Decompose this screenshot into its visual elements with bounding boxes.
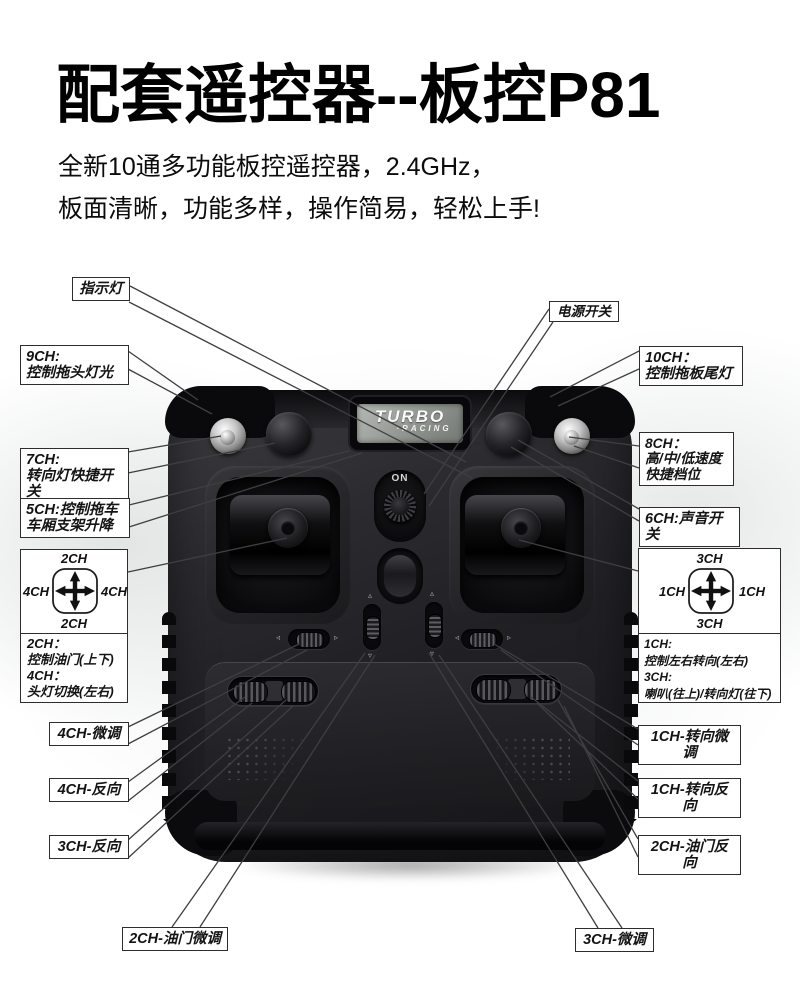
- bottom-glossy-band: [194, 822, 606, 850]
- right-dpad-left-label: 1CH: [658, 584, 685, 599]
- left-speaker-dots: [225, 736, 320, 780]
- callout-ch1-trim: 1CH-转向微调: [638, 725, 741, 766]
- right-stick-dpad-section: 3CH 1CH 1CH 3CH: [639, 549, 780, 634]
- callout-ch7: 7CH: 转向灯快捷开关: [20, 448, 129, 505]
- right-gimbal-well: [449, 466, 595, 624]
- left-trim-right-arrow-icon: ▹: [334, 633, 339, 642]
- ch4-reverse-switch: [233, 681, 268, 703]
- left-toggle-switch: [210, 418, 246, 454]
- ch4-trim-thumb: [296, 632, 324, 648]
- left-stick-dpad-section: 2CH 4CH 4CH 2CH: [21, 550, 127, 634]
- mode-button: [384, 555, 416, 597]
- right-stick-channel-desc: 1CH: 控制左右转向(左右) 3CH: 喇叭(往上)/转向灯(往下): [644, 637, 772, 701]
- left-stick-channel-desc: 2CH： 控制油门(上下) 4CH： 头灯切换(左右): [27, 636, 114, 699]
- right-dpad-right-label: 1CH: [739, 584, 766, 599]
- ch1-trim-thumb: [469, 632, 497, 648]
- callout-ch9: 9CH: 控制拖头灯光: [20, 345, 129, 386]
- callout-ch5: 5CH:控制拖车 车厢支架升降: [20, 498, 130, 539]
- ch3-vertical-trim: [425, 602, 443, 648]
- ch1-reverse-switch: [476, 679, 511, 701]
- callout-ch1-reverse: 1CH-转向反向: [638, 778, 741, 819]
- callout-ch10: 10CH： 控制拖板尾灯: [639, 346, 743, 387]
- left-reverse-switch-group: [227, 676, 319, 706]
- left-trim-left-arrow-icon: ◃: [276, 633, 281, 642]
- brand-display: TURBO ·RACING: [348, 395, 472, 452]
- left-vtrim-down-arrow-icon: ▿: [368, 651, 373, 660]
- ch2-reverse-switch: [524, 679, 559, 701]
- dpad-arrows-icon: [52, 568, 98, 614]
- power-on-label: ON: [391, 473, 409, 484]
- left-vtrim-up-arrow-icon: ▵: [368, 591, 373, 600]
- ch2-vertical-trim: [363, 604, 381, 650]
- callout-ch2-trim: 2CH-油门微调: [122, 927, 228, 952]
- brand-screen: TURBO ·RACING: [357, 404, 463, 443]
- left-gimbal-well: [205, 466, 351, 624]
- callout-ch3-trim: 3CH-微调: [575, 928, 654, 953]
- right-rotary-knob: [486, 412, 532, 456]
- right-dpad-bottom-label: 3CH: [696, 616, 723, 631]
- mode-recess: [377, 548, 423, 604]
- right-stick-cap: [501, 508, 541, 548]
- left-rotary-knob: [266, 412, 312, 456]
- left-dpad-right-label: 4CH: [101, 584, 128, 599]
- right-trim-right-arrow-icon: ▹: [507, 633, 512, 642]
- right-vtrim-up-arrow-icon: ▵: [430, 589, 435, 598]
- ch3-reverse-switch: [281, 681, 316, 703]
- callout-power-switch: 电源开关: [549, 301, 619, 323]
- callout-ch4-reverse: 4CH-反向: [49, 778, 129, 803]
- callout-ch6: 6CH:声音开关: [639, 507, 740, 548]
- callout-indicator-light: 指示灯: [72, 277, 130, 302]
- dpad-arrows-icon: [688, 568, 734, 614]
- subtitle-line-1: 全新10通多功能板控遥控器，2.4GHz，: [58, 153, 496, 181]
- page-subtitle: 全新10通多功能板控遥控器，2.4GHz， 板面清晰，功能多样，操作简易，轻松上…: [58, 146, 540, 230]
- right-vtrim-down-arrow-icon: ▿: [430, 649, 435, 658]
- right-trim-left-arrow-icon: ◃: [455, 633, 460, 642]
- right-stick-diagram: 3CH 1CH 1CH 3CH 1CH: 控制左右转向(左右) 3CH: 喇叭(…: [638, 548, 781, 703]
- power-knob: [384, 490, 416, 522]
- transmitter-device: TURBO ·RACING ON ◃: [162, 386, 638, 862]
- left-stick-cap: [268, 508, 308, 548]
- ch2-trim-thumb: [366, 616, 380, 640]
- left-dpad-top-label: 2CH: [60, 551, 87, 566]
- right-toggle-switch: [554, 418, 590, 454]
- callout-ch2-reverse: 2CH-油门反向: [638, 835, 741, 876]
- callout-ch3-reverse: 3CH-反向: [49, 835, 129, 860]
- page-title: 配套遥控器--板控P81: [56, 59, 661, 131]
- left-grip-ridges: [162, 612, 176, 822]
- right-grip-ridges: [624, 612, 638, 822]
- right-speaker-dots: [475, 736, 570, 780]
- brand-logo-subtext: ·RACING: [396, 424, 452, 433]
- left-toggle-lever: [220, 430, 235, 445]
- ch1-horizontal-trim: [461, 629, 503, 649]
- callout-ch4-trim: 4CH-微调: [49, 722, 129, 747]
- left-stick-diagram: 2CH 4CH 4CH 2CH 2CH： 控制油门(上下) 4CH： 头灯切换(…: [20, 549, 128, 703]
- left-dpad-left-label: 4CH: [22, 584, 49, 599]
- subtitle-line-2: 板面清晰，功能多样，操作简易，轻松上手!: [58, 195, 540, 223]
- ch3-trim-thumb: [428, 614, 442, 638]
- right-toggle-lever: [564, 430, 579, 445]
- callout-ch8: 8CH： 高/中/低速度 快捷档位: [639, 432, 734, 487]
- right-dpad-top-label: 3CH: [696, 551, 723, 566]
- right-reverse-switch-group: [470, 674, 562, 704]
- power-recess: ON: [374, 470, 426, 542]
- left-dpad-bottom-label: 2CH: [60, 616, 87, 631]
- ch4-horizontal-trim: [288, 629, 330, 649]
